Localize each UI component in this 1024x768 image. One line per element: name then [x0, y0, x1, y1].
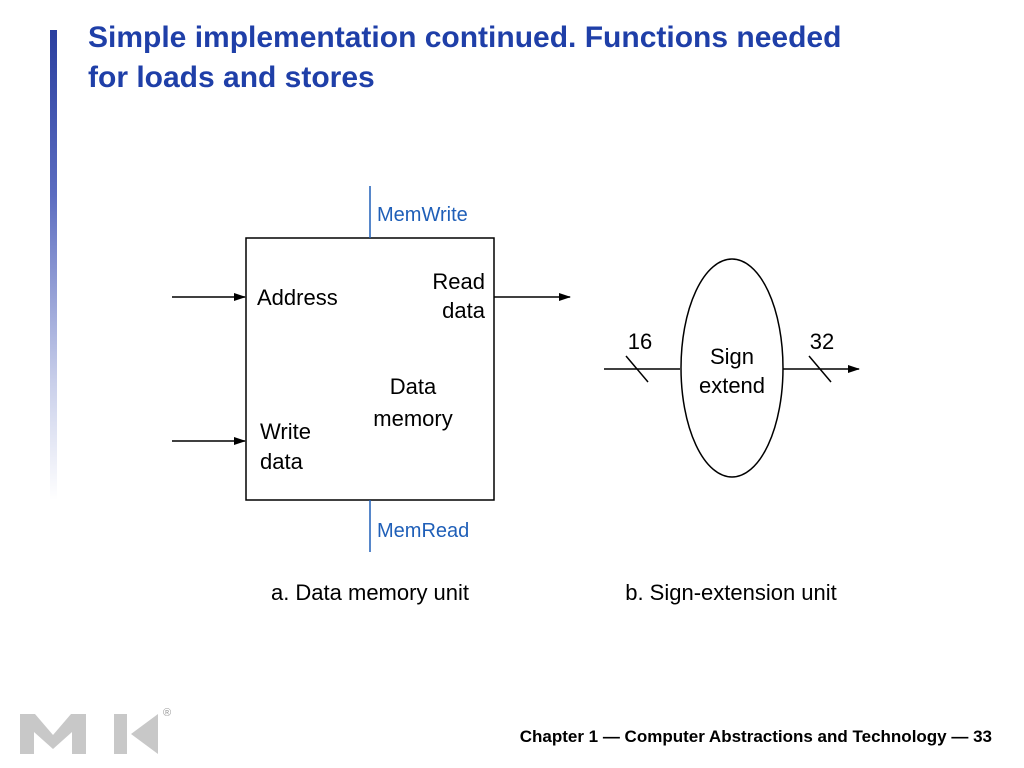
datapath-diagram: MemWrite MemRead Address Write data Read…	[172, 186, 860, 605]
sign-extend-label-line-2: extend	[699, 373, 765, 398]
logo-k-chevron	[131, 714, 158, 754]
accent-bar	[50, 30, 57, 500]
slide-footer: Chapter 1 — Computer Abstractions and Te…	[519, 727, 992, 746]
write-data-label-line-1: Write	[260, 419, 311, 444]
input-width-label: 16	[628, 329, 652, 354]
address-label: Address	[257, 285, 338, 310]
data-memory-name-line-1: Data	[390, 374, 437, 399]
registered-mark: ®	[163, 707, 171, 719]
read-data-label-line-2: data	[442, 298, 486, 323]
data-memory-unit: MemWrite MemRead Address Write data Read…	[172, 186, 571, 605]
sign-extend-label-line-1: Sign	[710, 344, 754, 369]
memwrite-label: MemWrite	[377, 204, 468, 226]
title-line-2: for loads and stores	[88, 61, 375, 94]
slide-title: Simple implementation continued. Functio…	[88, 18, 988, 98]
output-width-label: 32	[810, 329, 834, 354]
output-width-slash	[808, 355, 832, 383]
sign-extend-ellipse	[680, 258, 784, 478]
memread-label: MemRead	[377, 520, 469, 542]
logo-k-stem	[114, 714, 127, 754]
write-data-label-line-2: data	[260, 449, 304, 474]
input-width-slash	[625, 355, 649, 383]
sign-extend-unit: 16 32 Sign extend b. Sign-extension unit	[604, 258, 860, 605]
logo-letter-m	[20, 714, 86, 754]
mk-logo: ®	[20, 707, 171, 754]
read-data-label-line-1: Read	[432, 269, 485, 294]
data-memory-name-line-2: memory	[373, 406, 452, 431]
sign-extend-caption: b. Sign-extension unit	[625, 580, 837, 605]
title-line-1: Simple implementation continued. Functio…	[88, 21, 842, 54]
data-memory-caption: a. Data memory unit	[271, 580, 469, 605]
